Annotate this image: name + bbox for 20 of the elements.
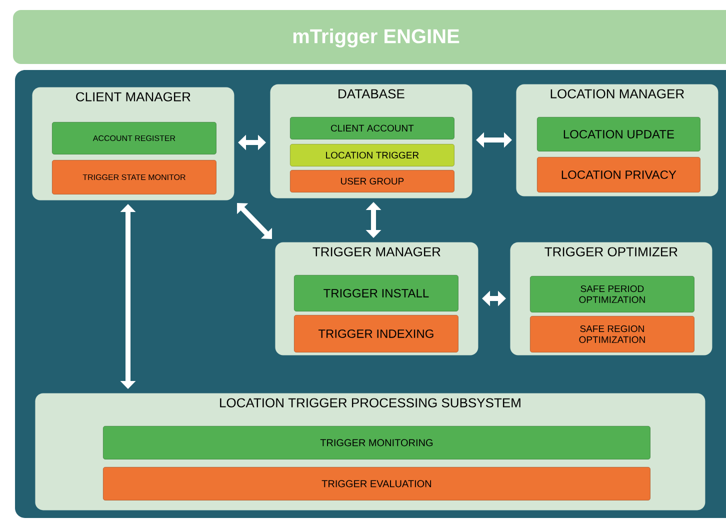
component-bar: SAFE PERIOD OPTIMIZATION [530,276,694,312]
component-bar: LOCATION TRIGGER [290,144,454,166]
component-bar: TRIGGER INDEXING [294,315,458,352]
component-bar: TRIGGER INSTALL [294,275,458,312]
component-bar: USER GROUP [290,170,454,192]
component-bar: LOCATION UPDATE [537,117,700,152]
component-bar: SAFE REGION OPTIMIZATION [530,316,694,352]
component-bar: TRIGGER EVALUATION [103,467,650,500]
title: mTrigger ENGINE [293,28,460,48]
component-bar: CLIENT ACCOUNT [290,117,454,140]
component-bar: TRIGGER MONITORING [103,426,650,460]
double-arrow [120,204,136,389]
component-bar: LOCATION PRIVACY [537,157,700,192]
component-bar: TRIGGER STATE MONITOR [52,160,216,194]
component-bar: ACCOUNT REGISTER [52,122,216,154]
double-arrow [237,203,272,239]
double-arrow [238,134,266,150]
double-arrow [366,202,382,238]
double-arrow [476,132,512,148]
double-arrow [482,290,506,306]
